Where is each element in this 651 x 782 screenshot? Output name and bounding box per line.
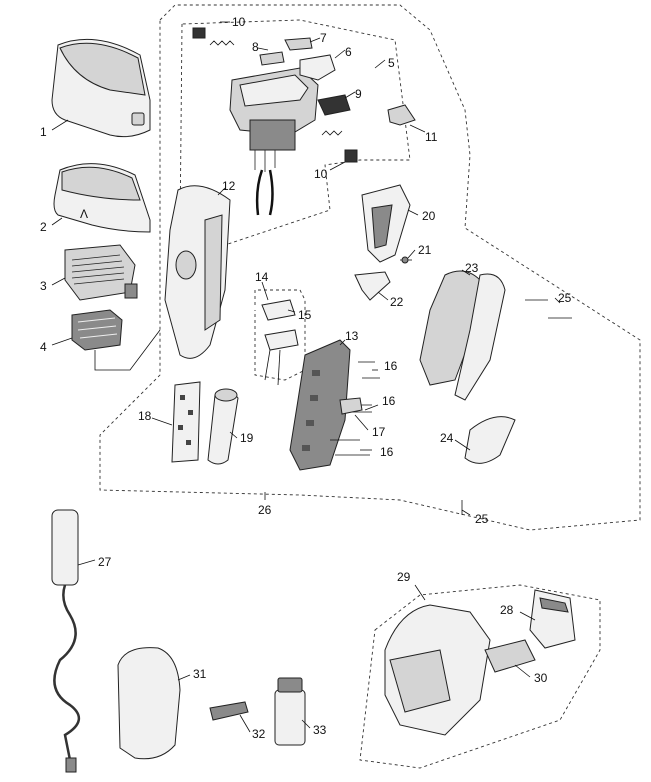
main-assembly-outline xyxy=(99,4,641,531)
part-24 xyxy=(464,416,516,464)
screws-25 xyxy=(461,299,572,515)
ac-adaptor xyxy=(51,509,80,773)
label-18: 18 xyxy=(138,409,152,423)
label-12: 12 xyxy=(222,179,236,193)
label-33: 33 xyxy=(313,723,327,737)
battery xyxy=(207,388,239,465)
part-22 xyxy=(354,271,391,301)
bracket-15 xyxy=(261,299,296,321)
bracket-6 xyxy=(299,54,336,81)
part-17 xyxy=(339,397,363,415)
label-2: 2 xyxy=(40,220,47,234)
label-24: 24 xyxy=(440,431,454,445)
label-16-a: 16 xyxy=(384,359,398,373)
part-labels: 1 2 3 4 5 6 7 8 9 10 10 11 12 13 14 15 1… xyxy=(40,15,572,741)
label-9: 9 xyxy=(355,87,362,101)
head-assembly-outline xyxy=(179,19,411,251)
label-5: 5 xyxy=(388,56,395,70)
rubber-9 xyxy=(317,94,351,116)
spring-top xyxy=(192,27,235,46)
label-16-c: 16 xyxy=(380,445,394,459)
label-16-b: 16 xyxy=(382,394,396,408)
inner-blades xyxy=(71,309,123,351)
screw-21 xyxy=(400,256,412,264)
label-29: 29 xyxy=(397,570,411,584)
label-19: 19 xyxy=(240,431,254,445)
label-32: 32 xyxy=(252,727,266,741)
label-8: 8 xyxy=(252,40,259,54)
part-20 xyxy=(361,184,411,263)
label-28: 28 xyxy=(500,603,514,617)
label-27: 27 xyxy=(98,555,112,569)
label-11: 11 xyxy=(425,130,438,144)
label-25-b: 25 xyxy=(475,512,489,526)
label-25-a: 25 xyxy=(558,291,572,305)
cap-outer xyxy=(51,38,151,138)
part-14-bracket xyxy=(254,289,306,381)
charging-stand xyxy=(384,604,491,736)
clip-7 xyxy=(284,37,313,51)
label-15: 15 xyxy=(298,308,312,322)
label-6: 6 xyxy=(345,45,352,59)
part-30 xyxy=(484,639,536,673)
part-11 xyxy=(387,104,416,126)
label-30: 30 xyxy=(534,671,548,685)
label-10-top: 10 xyxy=(232,15,246,29)
head-unit xyxy=(229,67,319,216)
label-17: 17 xyxy=(372,425,386,439)
charger-outline xyxy=(359,584,601,769)
label-14: 14 xyxy=(255,270,269,284)
label-13: 13 xyxy=(345,329,359,343)
chassis xyxy=(289,339,351,471)
label-31: 31 xyxy=(193,667,207,681)
label-23: 23 xyxy=(465,261,479,275)
part-14-wires xyxy=(264,329,299,386)
head-frame: Λ xyxy=(53,163,151,233)
label-26: 26 xyxy=(258,503,272,517)
frame-logo: Λ xyxy=(80,207,88,221)
back-cover xyxy=(164,185,231,359)
label-3: 3 xyxy=(40,279,47,293)
circuit-board xyxy=(171,381,201,463)
spring-bottom xyxy=(321,130,358,163)
inner-blade-block xyxy=(64,244,138,301)
label-1: 1 xyxy=(40,125,47,139)
brush xyxy=(209,701,249,721)
label-7: 7 xyxy=(320,31,327,45)
label-4: 4 xyxy=(40,340,47,354)
label-20: 20 xyxy=(422,209,436,223)
cartridge-28 xyxy=(529,589,576,649)
pouch xyxy=(117,647,181,760)
front-housing xyxy=(419,270,506,401)
label-22: 22 xyxy=(390,295,404,309)
label-10-bottom: 10 xyxy=(314,167,328,181)
label-21: 21 xyxy=(418,243,432,257)
leader-lines xyxy=(51,21,561,733)
oil-bottle xyxy=(274,677,306,746)
clip-8 xyxy=(259,51,285,66)
